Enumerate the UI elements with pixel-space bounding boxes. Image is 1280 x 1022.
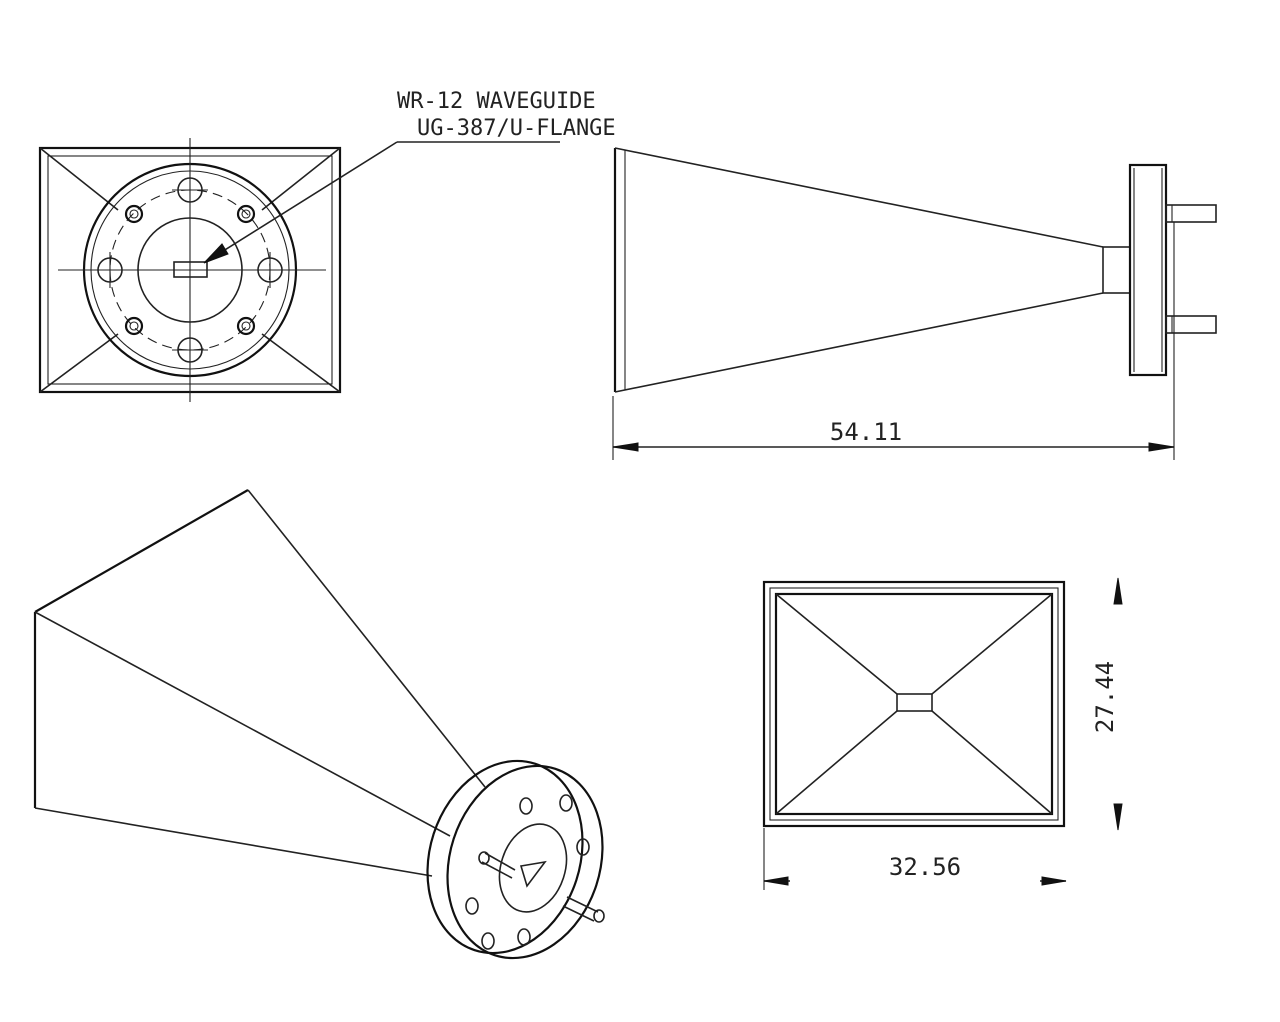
- iso-flange-back: [426, 759, 584, 955]
- width-dimension-label: 32.56: [889, 853, 961, 881]
- side-view-pin-top: [1165, 204, 1217, 223]
- waveguide-callout: WR-12 WAVEGUIDE UG-387/U-FLANGE: [203, 89, 616, 264]
- side-view: 54.11: [612, 147, 1217, 460]
- side-view-pins: [1165, 204, 1217, 334]
- waveguide-aperture: [173, 261, 208, 278]
- isometric-view: [33, 489, 605, 960]
- iso-flange-boss: [498, 823, 568, 913]
- bolt-hole-top-left: [124, 204, 144, 224]
- iso-flange-front: [446, 764, 604, 960]
- front-view-outer-rect: [762, 580, 1066, 828]
- callout-line-1: WR-12 WAVEGUIDE: [397, 89, 596, 114]
- side-view-flange: [1128, 163, 1168, 377]
- front-view-throat: [896, 693, 933, 712]
- rear-flange-view: [38, 138, 342, 402]
- rear-view-corner-lines: [39, 147, 341, 393]
- front-view-inner-rect: [774, 592, 1054, 816]
- pin-holes: [97, 177, 283, 363]
- front-view: 32.56 27.44: [762, 577, 1123, 890]
- bolt-hole-bottom-left: [124, 316, 144, 336]
- iso-flange: [426, 759, 605, 960]
- height-dimension: 27.44: [1091, 577, 1123, 831]
- iso-pins: [478, 851, 605, 923]
- front-view-diagonals: [775, 593, 1053, 815]
- iso-top-edge: [34, 489, 249, 613]
- length-dimension-label: 54.11: [830, 418, 902, 446]
- width-dimension: 32.56: [763, 828, 1067, 890]
- side-view-top-taper: [614, 147, 1104, 248]
- bolt-hole-bottom-right: [236, 316, 256, 336]
- length-dimension: 54.11: [612, 222, 1175, 460]
- iso-bolt-holes: [465, 794, 590, 950]
- side-view-waveguide-neck: [1102, 246, 1131, 294]
- bolt-hole-top-right: [236, 204, 256, 224]
- callout-arrowhead: [203, 243, 229, 264]
- side-view-bottom-taper: [614, 292, 1104, 393]
- iso-waveguide-aperture: [519, 860, 547, 888]
- side-view-pin-bottom: [1165, 315, 1217, 334]
- bolt-holes: [124, 204, 256, 336]
- callout-line-2: UG-387/U-FLANGE: [417, 116, 616, 141]
- height-dimension-label: 27.44: [1091, 661, 1119, 733]
- callout-leader: [211, 141, 398, 259]
